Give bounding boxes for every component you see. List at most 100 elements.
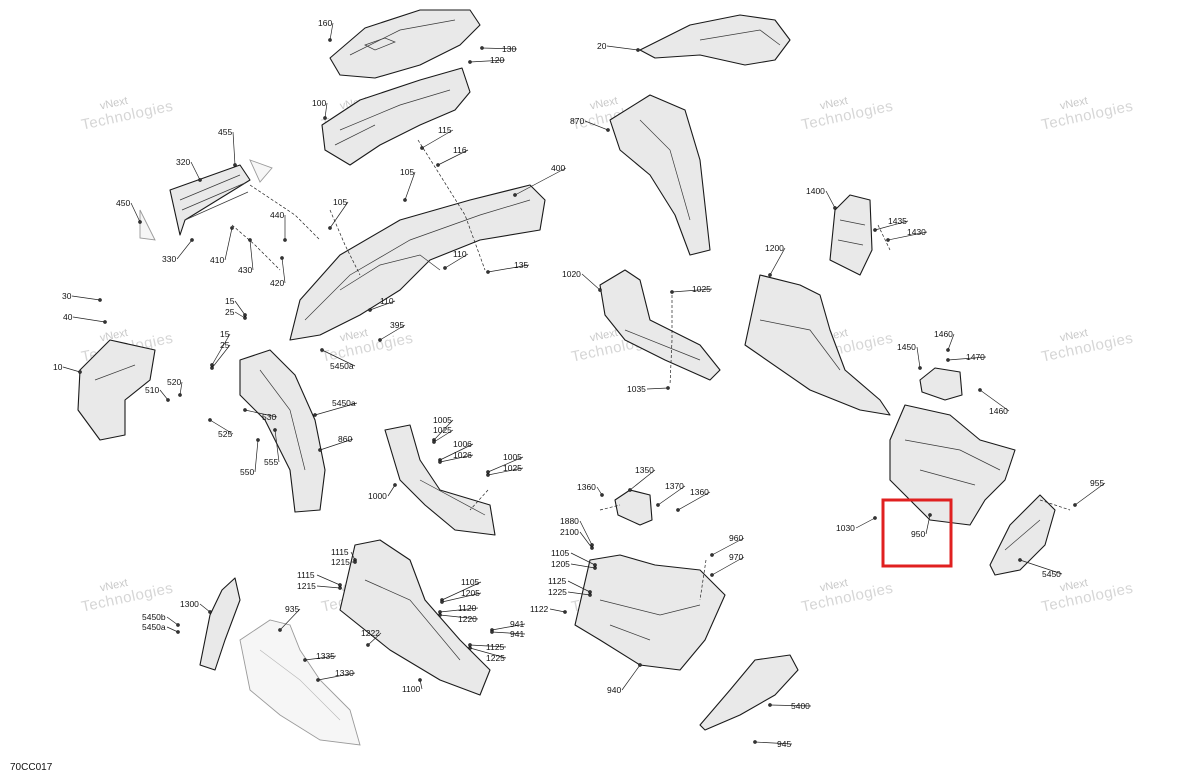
callout-label-870[interactable]: 870 [570, 116, 584, 126]
callout-leader [304, 655, 337, 661]
callout-label-5450b[interactable]: 5450b [142, 612, 166, 622]
callout-label-330[interactable]: 330 [162, 254, 176, 264]
callout-label-5450a[interactable]: 5450a [142, 622, 166, 632]
callout-label-25[interactable]: 25 [225, 307, 235, 317]
callout-label-525[interactable]: 525 [218, 429, 232, 439]
callout-label-1460[interactable]: 1460 [989, 406, 1008, 416]
callout-label-430[interactable]: 430 [238, 265, 252, 275]
callout-label-2100[interactable]: 2100 [560, 527, 579, 537]
callout-label-100[interactable]: 100 [312, 98, 326, 108]
callout-label-940[interactable]: 940 [607, 685, 621, 695]
callout-label-395[interactable]: 395 [390, 320, 404, 330]
callout-label-1025[interactable]: 1025 [433, 425, 452, 435]
callout-label-455[interactable]: 455 [218, 127, 232, 137]
callout-label-5400[interactable]: 5400 [791, 701, 810, 711]
callout-label-530[interactable]: 530 [262, 412, 276, 422]
callout-label-1430[interactable]: 1430 [907, 227, 926, 237]
callout-label-1122[interactable]: 1122 [530, 604, 549, 614]
callout-label-1205[interactable]: 1205 [461, 588, 480, 598]
callout-label-15[interactable]: 15 [225, 296, 235, 306]
callout-label-1470[interactable]: 1470 [966, 352, 985, 362]
callout-label-1020[interactable]: 1020 [562, 269, 581, 279]
callout-label-555[interactable]: 555 [264, 457, 278, 467]
callout-label-1435[interactable]: 1435 [888, 216, 907, 226]
callout-label-1335[interactable]: 1335 [316, 651, 335, 661]
callout-label-105[interactable]: 105 [333, 197, 347, 207]
callout-label-1000[interactable]: 1000 [368, 491, 387, 501]
callout-label-1026[interactable]: 1026 [453, 450, 472, 460]
callout-label-20[interactable]: 20 [597, 41, 607, 51]
callout-label-1025[interactable]: 1025 [692, 284, 711, 294]
callout-label-1460[interactable]: 1460 [934, 329, 953, 339]
callout-label-116[interactable]: 116 [453, 145, 467, 155]
callout-label-1350[interactable]: 1350 [635, 465, 654, 475]
callout-label-1200[interactable]: 1200 [765, 243, 784, 253]
callout-label-25[interactable]: 25 [220, 340, 230, 350]
callout-label-5450a[interactable]: 5450a [330, 361, 354, 371]
callout-label-1105[interactable]: 1105 [551, 548, 570, 558]
callout-label-5450[interactable]: 5450 [1042, 569, 1061, 579]
callout-label-10[interactable]: 10 [53, 362, 63, 372]
callout-label-860[interactable]: 860 [338, 434, 352, 444]
callout-label-1222[interactable]: 1222 [361, 628, 380, 638]
callout-label-1006[interactable]: 1006 [453, 439, 472, 449]
part-400-cross-member [289, 184, 546, 341]
callout-label-30[interactable]: 30 [62, 291, 72, 301]
callout-label-1125[interactable]: 1125 [486, 642, 505, 652]
callout-label-1215[interactable]: 1215 [331, 557, 350, 567]
callout-label-1125[interactable]: 1125 [548, 576, 567, 586]
callout-label-120[interactable]: 120 [490, 55, 504, 65]
callout-label-945[interactable]: 945 [777, 739, 791, 749]
callout-label-1115[interactable]: 1115 [331, 547, 349, 557]
callout-label-941[interactable]: 941 [510, 629, 524, 639]
callout-label-450[interactable]: 450 [116, 198, 130, 208]
callout-label-130[interactable]: 130 [502, 44, 516, 54]
callout-label-550[interactable]: 550 [240, 467, 254, 477]
callout-label-960[interactable]: 960 [729, 533, 743, 543]
callout-label-320[interactable]: 320 [176, 157, 190, 167]
callout-label-1880[interactable]: 1880 [560, 516, 579, 526]
callout-label-1360[interactable]: 1360 [577, 482, 596, 492]
callout-label-1215[interactable]: 1215 [297, 581, 316, 591]
callout-label-115[interactable]: 115 [438, 125, 452, 135]
callout-label-135[interactable]: 135 [514, 260, 528, 270]
callout-label-1100[interactable]: 1100 [402, 684, 421, 694]
callout-label-510[interactable]: 510 [145, 385, 159, 395]
callout-label-110[interactable]: 110 [453, 249, 467, 259]
callout-label-1005[interactable]: 1005 [433, 415, 452, 425]
callout-label-160[interactable]: 160 [318, 18, 332, 28]
callout-label-420[interactable]: 420 [270, 278, 284, 288]
callout-label-1330[interactable]: 1330 [335, 668, 354, 678]
callout-label-970[interactable]: 970 [729, 552, 743, 562]
callout-label-1005[interactable]: 1005 [503, 452, 522, 462]
callout-label-440[interactable]: 440 [270, 210, 284, 220]
callout-label-410[interactable]: 410 [210, 255, 224, 265]
callout-label-1225[interactable]: 1225 [486, 653, 505, 663]
callout-label-1035[interactable]: 1035 [627, 384, 646, 394]
callout-label-105[interactable]: 105 [400, 167, 414, 177]
callout-label-1205[interactable]: 1205 [551, 559, 570, 569]
callout-label-15[interactable]: 15 [220, 329, 230, 339]
callout-label-520[interactable]: 520 [167, 377, 181, 387]
callout-label-5450a[interactable]: 5450a [332, 398, 356, 408]
callout-label-1030[interactable]: 1030 [836, 523, 855, 533]
callout-label-1120[interactable]: 1120 [458, 603, 477, 613]
callout-label-1025[interactable]: 1025 [503, 463, 522, 473]
callout-label-1220[interactable]: 1220 [458, 614, 477, 624]
callout-label-400[interactable]: 400 [551, 163, 565, 173]
callout-label-1225[interactable]: 1225 [548, 587, 567, 597]
callout-label-40[interactable]: 40 [63, 312, 73, 322]
callout-label-1400[interactable]: 1400 [806, 186, 825, 196]
callout-label-950[interactable]: 950 [911, 529, 925, 539]
callout-label-935[interactable]: 935 [285, 604, 299, 614]
callout-label-1360[interactable]: 1360 [690, 487, 709, 497]
callout-label-1105[interactable]: 1105 [461, 577, 480, 587]
callout-label-1370[interactable]: 1370 [665, 481, 684, 491]
callout-label-110[interactable]: 110 [380, 296, 394, 306]
callout-label-941[interactable]: 941 [510, 619, 524, 629]
callout-label-1300[interactable]: 1300 [180, 599, 199, 609]
callout-label-1450[interactable]: 1450 [897, 342, 916, 352]
callout-label-1115[interactable]: 1115 [297, 570, 315, 580]
callout-leader [329, 201, 349, 229]
callout-label-955[interactable]: 955 [1090, 478, 1104, 488]
